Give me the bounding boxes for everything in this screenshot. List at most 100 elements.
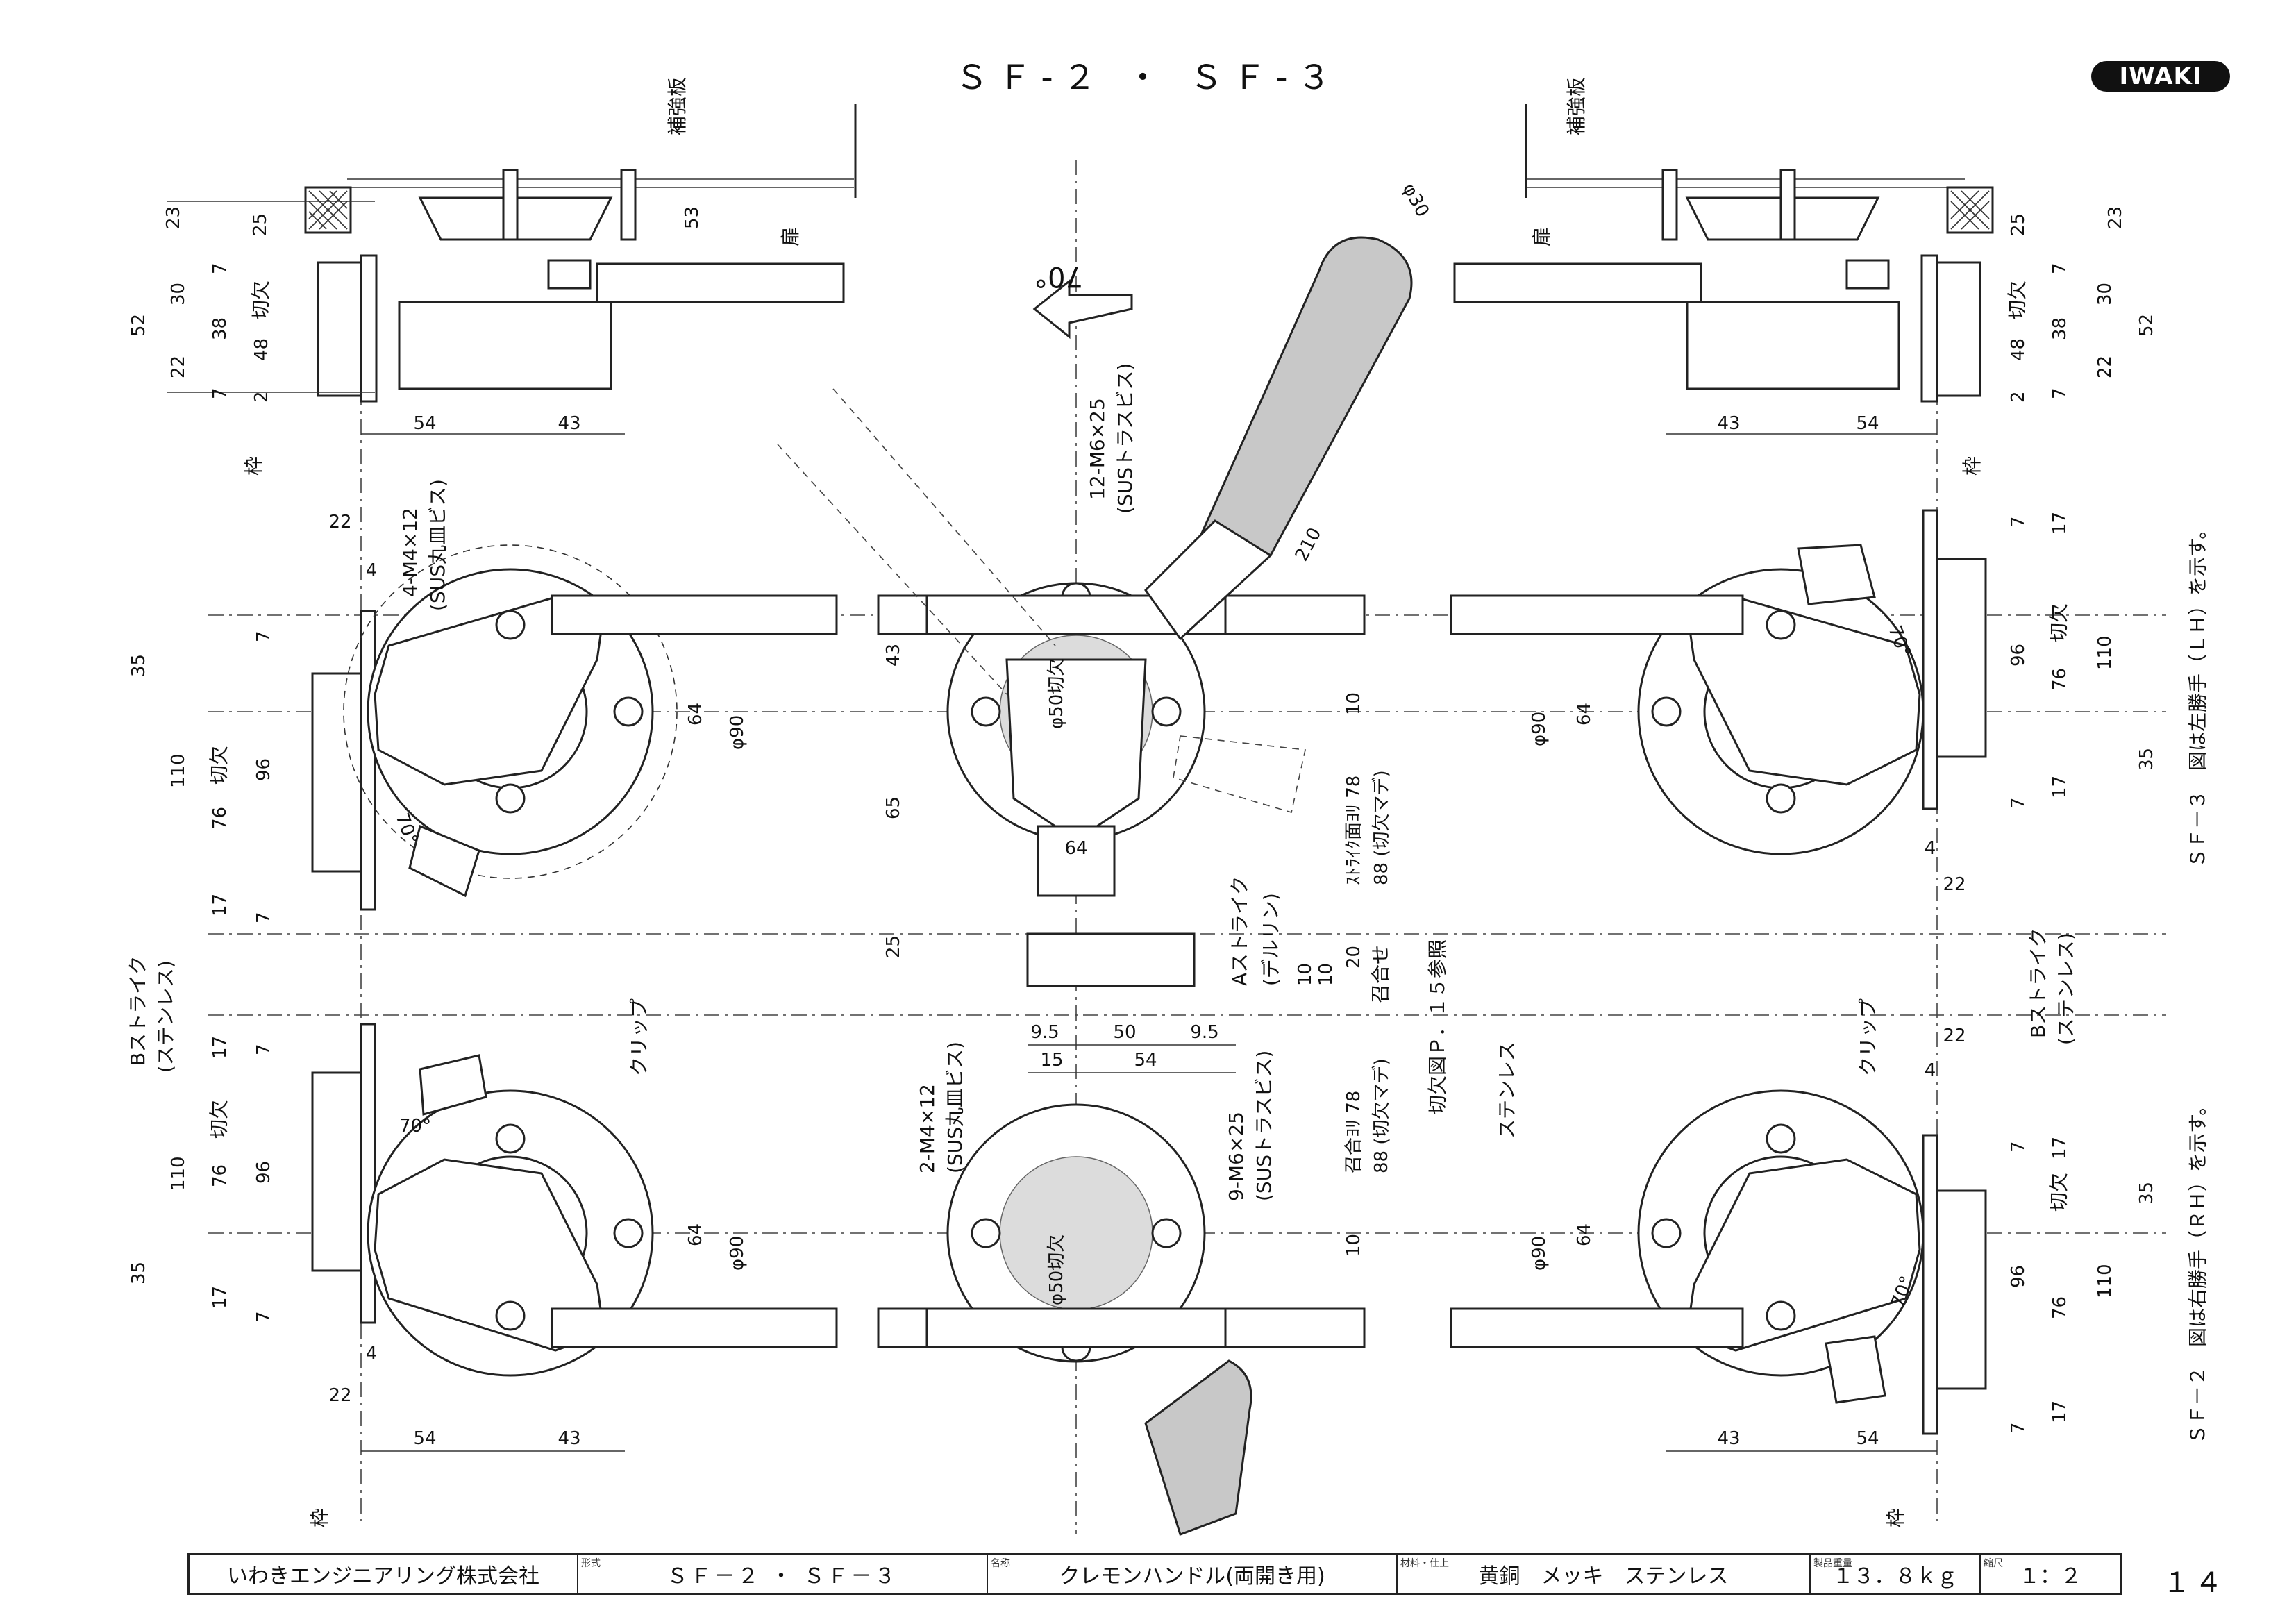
svg-text:53: 53 <box>682 206 703 229</box>
svg-text:54: 54 <box>413 413 436 434</box>
weight-value: １３．８ｋｇ <box>1832 1564 1958 1589</box>
svg-text:12-M6×25: 12-M6×25 <box>1086 398 1109 500</box>
svg-text:補強板: 補強板 <box>1565 77 1588 135</box>
svg-text:30: 30 <box>168 283 189 305</box>
scale-value: １：２ <box>2019 1564 2081 1589</box>
material-value: 黄銅 メッキ ステンレス <box>1478 1564 1729 1589</box>
company-name: いわきエンジニアリング株式会社 <box>227 1564 539 1589</box>
svg-text:(SUSトラスビス): (SUSトラスビス) <box>1252 1050 1275 1201</box>
svg-text:48: 48 <box>2008 338 2029 361</box>
svg-text:φ90: φ90 <box>1529 1236 1550 1271</box>
svg-text:96: 96 <box>2008 644 2029 667</box>
svg-text:ＳＦ－３ 図は左勝手（ＬＨ）を示す。: ＳＦ－３ 図は左勝手（ＬＨ）を示す。 <box>2186 520 2209 868</box>
svg-text:30: 30 <box>2095 283 2115 305</box>
name-value: クレモンハンドル(両開き用) <box>1059 1564 1325 1589</box>
svg-text:切欠: 切欠 <box>2047 1173 2070 1212</box>
top-right-side-view: 23 25 52 30 22 38 48 切欠 7 7 2 43 54 補強板 … <box>1453 77 2157 476</box>
svg-text:枠: 枠 <box>1961 456 1984 476</box>
svg-text:210: 210 <box>1291 524 1326 564</box>
svg-text:4: 4 <box>1925 838 1936 859</box>
drawing-title: ＳＦ-２ ・ ＳＦ-３ <box>955 58 1340 97</box>
svg-text:10: 10 <box>1316 963 1336 986</box>
company-cell: いわきエンジニアリング株式会社 <box>190 1555 578 1593</box>
svg-text:7: 7 <box>253 1311 274 1323</box>
name-cell: 名称 クレモンハンドル(両開き用) <box>988 1555 1398 1593</box>
svg-text:17: 17 <box>2050 1137 2070 1160</box>
svg-text:76: 76 <box>210 807 231 830</box>
svg-text:7: 7 <box>253 1044 274 1055</box>
svg-text:54: 54 <box>413 1428 436 1449</box>
svg-text:64: 64 <box>1574 703 1595 726</box>
svg-text:17: 17 <box>2050 776 2070 798</box>
svg-text:15: 15 <box>1040 1050 1063 1071</box>
svg-text:扉: 扉 <box>1530 227 1553 246</box>
svg-text:35: 35 <box>2136 1182 2157 1205</box>
svg-text:38: 38 <box>2050 317 2070 340</box>
svg-text:9.5: 9.5 <box>1190 1022 1218 1043</box>
svg-text:22: 22 <box>1943 1026 1966 1046</box>
model-label: 形式 <box>581 1558 601 1569</box>
svg-text:クリップ: クリップ <box>1857 998 1879 1076</box>
svg-text:96: 96 <box>2008 1265 2029 1288</box>
svg-text:35: 35 <box>128 1262 149 1284</box>
svg-text:Bストライク: Bストライク <box>2027 928 2050 1038</box>
scale-label: 縮尺 <box>1984 1558 2003 1569</box>
svg-text:54: 54 <box>1134 1050 1157 1071</box>
svg-text:扉: 扉 <box>779 227 802 246</box>
right-lower-strike-view: 22 4 7 17 切欠 35 96 76 110 17 7 φ90 64 70… <box>1450 928 2209 1527</box>
svg-text:17: 17 <box>210 1036 231 1059</box>
svg-text:φ90: φ90 <box>727 1236 748 1271</box>
svg-text:枠: 枠 <box>242 456 265 476</box>
svg-text:43: 43 <box>558 1428 580 1449</box>
svg-text:2-M4×12: 2-M4×12 <box>916 1084 939 1173</box>
svg-text:(SUS丸皿ビス): (SUS丸皿ビス) <box>944 1041 966 1173</box>
svg-text:35: 35 <box>2136 748 2157 771</box>
svg-text:切欠: 切欠 <box>2047 603 2070 642</box>
center-handle-view: φ30 210 φ50切欠 43 65 64 25 12-M6×25 (SUSト… <box>777 180 1449 1536</box>
material-cell: 材料・仕上 黄銅 メッキ ステンレス <box>1398 1555 1811 1593</box>
svg-text:96: 96 <box>253 1161 274 1184</box>
svg-text:7: 7 <box>253 630 274 642</box>
svg-text:43: 43 <box>1717 413 1740 434</box>
top-left-side-view: 23 25 52 30 22 38 48 切欠 7 7 2 54 43 53 補… <box>128 77 857 476</box>
svg-text:9-M6×25: 9-M6×25 <box>1225 1112 1248 1201</box>
svg-text:7: 7 <box>2008 1141 2029 1153</box>
svg-text:22: 22 <box>2095 355 2115 378</box>
model-value: ＳＦ－２ ・ ＳＦ－３ <box>667 1564 898 1589</box>
left-lower-strike-view: 17 7 110 76 切欠 96 35 17 7 4 22 64 φ90 70… <box>126 955 838 1527</box>
svg-text:64: 64 <box>685 703 706 726</box>
right-upper-strike-view: 7 17 96 76 切欠 110 35 17 7 4 22 φ90 64 70… <box>1450 509 2209 895</box>
svg-text:切欠: 切欠 <box>208 1100 231 1139</box>
svg-text:φ90: φ90 <box>727 715 748 750</box>
name-label: 名称 <box>991 1558 1010 1569</box>
svg-text:7: 7 <box>2050 262 2070 274</box>
svg-text:ＳＦ－２ 図は右勝手（ＲＨ）を示す。: ＳＦ－２ 図は右勝手（ＲＨ）を示す。 <box>2186 1096 2209 1444</box>
svg-text:52: 52 <box>128 314 149 337</box>
svg-text:64: 64 <box>1064 838 1087 859</box>
svg-text:54: 54 <box>1856 1428 1879 1449</box>
svg-text:35: 35 <box>128 654 149 677</box>
svg-text:(デルリン): (デルリン) <box>1259 893 1282 986</box>
svg-text:17: 17 <box>2050 512 2070 535</box>
svg-text:φ50切欠: φ50切欠 <box>1046 658 1067 729</box>
svg-text:110: 110 <box>2095 635 2115 670</box>
svg-text:54: 54 <box>1856 413 1879 434</box>
svg-text:2: 2 <box>251 391 272 403</box>
svg-text:4: 4 <box>366 560 378 581</box>
svg-text:ステンレス: ステンレス <box>1495 1041 1518 1139</box>
svg-text:88 (切欠マデ): 88 (切欠マデ) <box>1371 1058 1392 1173</box>
svg-text:枠: 枠 <box>308 1508 331 1527</box>
svg-text:Bストライク: Bストライク <box>126 955 149 1066</box>
svg-text:切欠図Ｐ．１５参照: 切欠図Ｐ．１５参照 <box>1426 939 1449 1114</box>
svg-text:10: 10 <box>1343 692 1364 715</box>
svg-text:(ステンレス): (ステンレス) <box>154 960 177 1073</box>
svg-text:(SUS丸皿ビス): (SUS丸皿ビス) <box>426 479 449 611</box>
svg-text:10: 10 <box>1295 963 1316 986</box>
svg-text:25: 25 <box>250 213 271 236</box>
svg-text:7: 7 <box>2008 1422 2029 1434</box>
svg-text:38: 38 <box>210 317 231 340</box>
model-cell: 形式 ＳＦ－２ ・ ＳＦ－３ <box>578 1555 988 1593</box>
svg-text:76: 76 <box>210 1164 231 1187</box>
svg-text:7: 7 <box>2008 516 2029 528</box>
svg-text:4-M4×12: 4-M4×12 <box>399 508 421 597</box>
